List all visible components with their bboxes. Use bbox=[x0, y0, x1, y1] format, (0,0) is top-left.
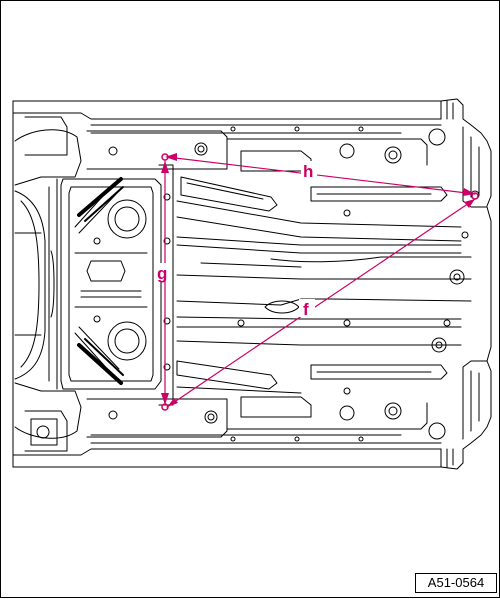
floor-ribs-upper bbox=[176, 143, 472, 285]
rear-panel bbox=[60, 178, 162, 390]
front-structure bbox=[462, 126, 492, 440]
rear-floor-section bbox=[14, 116, 82, 452]
anchor-points bbox=[161, 153, 479, 411]
callout-f-bg bbox=[299, 299, 315, 317]
retaining-straps bbox=[77, 177, 124, 385]
vehicle-outline bbox=[12, 98, 492, 470]
callout-h-bg bbox=[301, 161, 317, 179]
rear-cross-member bbox=[86, 130, 228, 438]
floor-ribs-lower bbox=[176, 337, 462, 421]
callout-label-g: g bbox=[157, 264, 167, 283]
callout-arrowheads bbox=[161, 153, 475, 407]
callout-g-bg bbox=[155, 263, 171, 281]
callout-label-h: h bbox=[303, 162, 313, 181]
figure-id-label: A51-0564 bbox=[415, 573, 497, 593]
callout-lines bbox=[164, 156, 476, 408]
side-sills bbox=[90, 124, 446, 444]
callout-label-f: f bbox=[303, 300, 309, 319]
